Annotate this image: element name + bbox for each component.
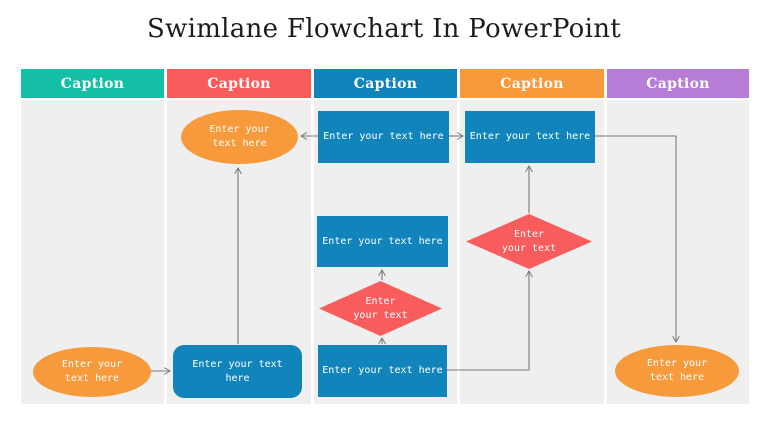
- lane-header-label: Caption: [207, 75, 271, 92]
- lane-header-label: Caption: [353, 75, 418, 92]
- terminator-ellipse-lane1-start[interactable]: Enter your text here: [33, 347, 151, 397]
- process-roundrect-lane2-bottom[interactable]: Enter your text here: [173, 345, 302, 398]
- process-rect-lane3-middle[interactable]: Enter your text here: [317, 216, 448, 267]
- lane-header-label: Caption: [500, 75, 564, 92]
- lane-header-label: Caption: [646, 75, 710, 92]
- connector-proc-top-lane4-to-terminator-lane5: [595, 135, 676, 342]
- lane-header-3[interactable]: Caption: [314, 69, 457, 98]
- lane-header-label: Caption: [60, 75, 125, 92]
- terminator-ellipse-lane2-top[interactable]: Enter your text here: [181, 110, 298, 164]
- process-rect-lane3-top[interactable]: Enter your text here: [318, 111, 449, 163]
- lane-header-4[interactable]: Caption: [460, 69, 604, 98]
- connector-proc-bottom-lane3-to-decision-lane4: [447, 271, 529, 371]
- slide-title[interactable]: Swimlane Flowchart In PowerPoint: [146, 14, 622, 44]
- lane-header-5[interactable]: Caption: [607, 69, 749, 98]
- lane-header-1[interactable]: Caption: [21, 69, 164, 98]
- process-rect-lane4-top[interactable]: Enter your text here: [465, 111, 595, 163]
- process-rect-lane3-bottom[interactable]: Enter your text here: [318, 345, 447, 397]
- lane-header-2[interactable]: Caption: [167, 69, 311, 98]
- terminator-ellipse-lane5-end[interactable]: Enter your text here: [615, 345, 739, 397]
